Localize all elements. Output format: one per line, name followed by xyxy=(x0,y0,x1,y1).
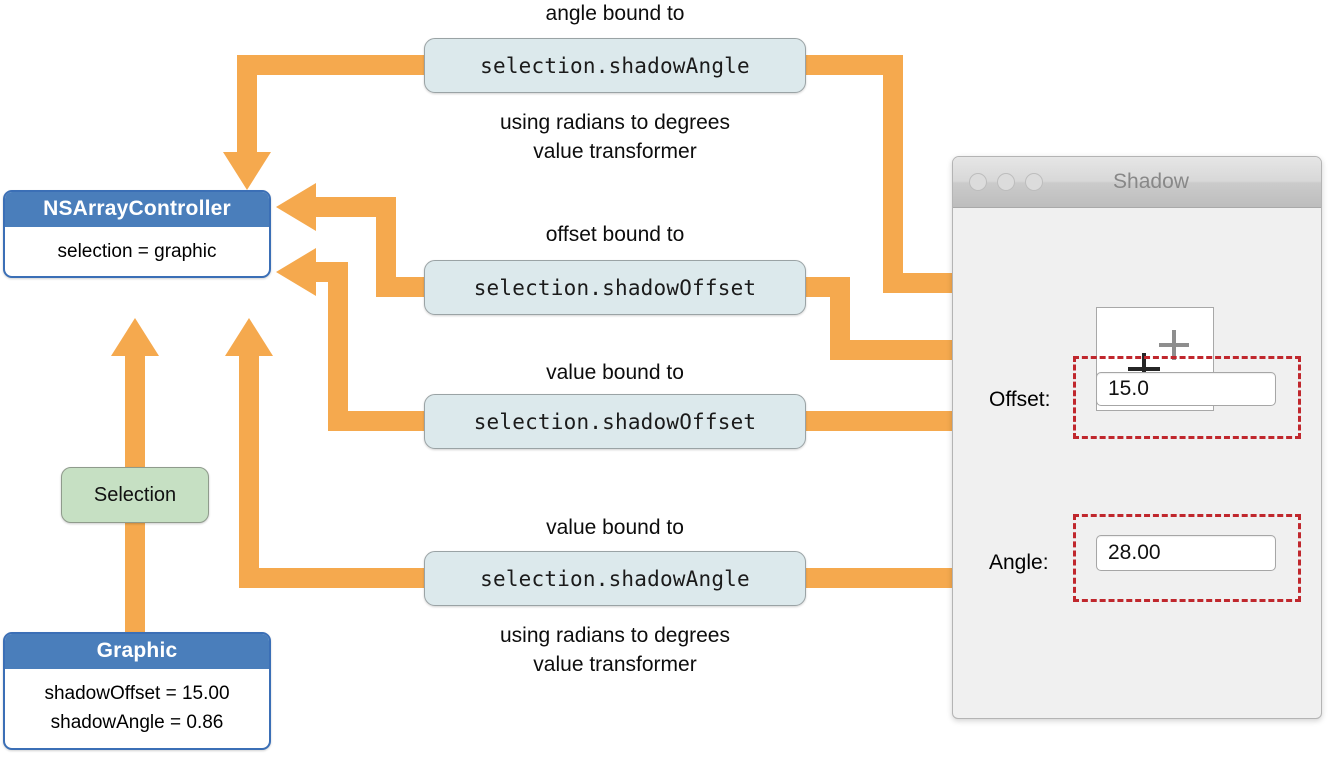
binding-1-caption-above: angle bound to xyxy=(545,2,685,25)
graphic-box: Graphic shadowOffset = 15.00 shadowAngle… xyxy=(3,632,271,750)
graphic-shadowoffset-line: shadowOffset = 15.00 xyxy=(44,683,230,704)
angle-field-row: Angle: xyxy=(989,551,1049,575)
offset-field-row: Offset: xyxy=(989,388,1050,412)
binding-1-caption-below-line1: using radians to degrees xyxy=(500,111,730,134)
close-button[interactable] xyxy=(969,173,987,191)
minimize-button[interactable] xyxy=(997,173,1015,191)
selection-pill: Selection xyxy=(61,467,209,523)
offset-highlight-box xyxy=(1073,356,1301,439)
angle-label: Angle: xyxy=(989,551,1049,574)
offset-input[interactable]: 15.0 xyxy=(1096,372,1276,406)
graphic-title: Graphic xyxy=(5,634,269,669)
binding-4-keypath: selection.shadowAngle xyxy=(424,551,806,606)
window-titlebar[interactable]: Shadow xyxy=(953,157,1321,208)
binding-2-keypath: selection.shadowOffset xyxy=(424,260,806,315)
nsarraycontroller-title: NSArrayController xyxy=(5,192,269,227)
selection-pill-label: Selection xyxy=(93,483,177,506)
offset-label: Offset: xyxy=(989,388,1051,411)
angle-highlight-box xyxy=(1073,514,1301,602)
nsarraycontroller-box: NSArrayController selection = graphic xyxy=(3,190,271,279)
zoom-button[interactable] xyxy=(1025,173,1043,191)
binding-4-caption-below-line2: value transformer xyxy=(533,653,697,676)
controller-selection-line: selection = graphic xyxy=(57,241,217,262)
window-content: Offset: 15.0 Angle: 28.00 xyxy=(953,208,1321,718)
binding-1-caption-below-line2: value transformer xyxy=(533,140,697,163)
shadow-window[interactable]: Shadow Offset: 15.0 A xyxy=(952,156,1322,719)
graphic-shadowangle-line: shadowAngle = 0.86 xyxy=(50,712,224,734)
binding-2-caption-above: offset bound to xyxy=(545,223,685,246)
binding-1-keypath: selection.shadowAngle xyxy=(424,38,806,93)
binding-4-caption-above: value bound to xyxy=(546,516,684,539)
binding-3-caption-above: value bound to xyxy=(546,361,684,384)
shadow-cross-light-icon xyxy=(1159,330,1189,360)
nsarraycontroller-body: selection = graphic xyxy=(5,227,269,276)
binding-4-caption-below-line1: using radians to degrees xyxy=(500,624,730,647)
binding-3-keypath: selection.shadowOffset xyxy=(424,394,806,449)
traffic-light-group xyxy=(969,173,1043,191)
graphic-body: shadowOffset = 15.00 shadowAngle = 0.86 xyxy=(5,669,269,748)
object-cross-dark-icon xyxy=(1128,353,1160,385)
angle-input[interactable]: 28.00 xyxy=(1096,535,1276,571)
